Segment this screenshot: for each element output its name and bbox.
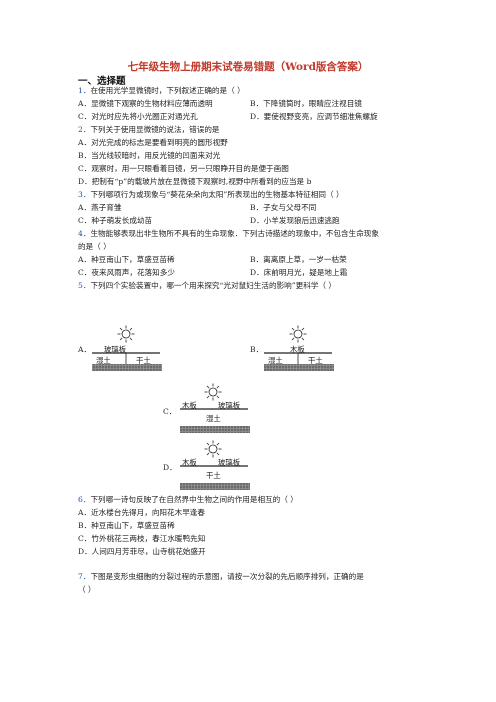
q5-option-d: D．: [163, 463, 177, 472]
q4-option-b: B．离离原上草，一岁一枯荣: [250, 255, 347, 264]
q4-option-c: C．夜来风雨声，花落知多少: [78, 268, 175, 277]
diagram-a-right-label: 干土: [136, 356, 151, 365]
q1-option-a: A．显微镜下观察的生物材料应薄而透明: [78, 99, 213, 108]
sun-icon: [117, 325, 135, 343]
diagram-c-cover1-label: 木板: [182, 401, 197, 410]
q4-stem: 4．生物能够表现出非生物所不具有的生命现象．下列古诗描述的现象中，不包含生命现象: [78, 229, 379, 238]
q1-stem: 1．在使用光学显微镜时，下列叙述正确的是（ ）: [78, 86, 245, 95]
diagram-d-soil-label: 干土: [206, 471, 221, 480]
diagram-c-cover2-label: 玻璃板: [218, 401, 241, 410]
sun-icon: [204, 440, 222, 458]
sun-icon: [289, 325, 307, 343]
q3-option-d: D．小羊发现狼后迅速逃跑: [250, 216, 340, 225]
q3-stem: 3．下列哪项行为或现象与“葵花朵朵向太阳”所表现出的生物基本特征相同（ ）: [78, 190, 344, 199]
q6-option-d: D．人间四月芳菲尽，山寺桃花始盛开: [78, 547, 206, 556]
q5-option-a: A．: [78, 345, 92, 354]
diagram-a-left-label: 湿土: [96, 356, 111, 365]
q6-option-c: C．竹外桃花三两枝，春江水暖鸭先知: [78, 534, 206, 543]
diagram-d-cover2-label: 玻璃板: [218, 458, 241, 467]
q2-stem: 2．下列关于使用显微镜的说法，错误的是: [78, 125, 220, 134]
diagram-b-cover-label: 木板: [290, 345, 305, 354]
q6-stem: 6．下列哪一诗句反映了在自然界中生物之间的作用是相互的（ ）: [78, 495, 298, 504]
diagram-b-right-label: 干土: [308, 356, 323, 365]
diagram-d-cover1-label: 木板: [182, 458, 197, 467]
q4-option-d: D．床前明月光，疑是地上霜: [250, 268, 348, 277]
q5-stem: 5．下列四个实验装置中，哪一个用来探究“光对鼠妇生活的影响”更科学（ ）: [78, 281, 337, 290]
q2-option-a: A．对光完成的标志是要看到明亮的圆形视野: [78, 138, 228, 147]
q5-option-b: B．: [250, 345, 264, 354]
sun-icon: [204, 383, 222, 401]
q1-option-d: D．要使视野变亮，应调节细准焦螺旋: [250, 112, 378, 121]
q4-stem-cont: 的是（ ）: [78, 242, 111, 251]
q6-option-b: B．种豆南山下，草盛豆苗稀: [78, 521, 175, 530]
diagram-c-soil-label: 湿土: [206, 414, 221, 423]
q3-option-b: B．子女与父母不同: [250, 203, 317, 212]
q2-option-b: B．当光线较暗时，用反光镜的凹面来对光: [78, 151, 221, 160]
q2-option-c: C．观察时，用一只眼看着目镜，另一只眼睁开目的是便于画图: [78, 164, 289, 173]
q6-option-a: A．近水楼台先得月，向阳花木早逢春: [78, 508, 205, 517]
q7-stem: 7．下图是变形虫细胞的分裂过程的示意图，请按一次分裂的先后顺序排列，正确的是: [78, 572, 364, 581]
q3-option-a: A．燕子育雏: [78, 203, 122, 212]
q3-option-c: C．种子萌发长成幼苗: [78, 216, 153, 225]
q5-option-c: C．: [163, 407, 177, 416]
diagram-a-cover-label: 玻璃板: [104, 345, 127, 354]
q1-option-b: B．下降镜筒时，眼睛应注视目镜: [250, 99, 362, 108]
q7-stem-cont: （ ）: [78, 585, 96, 594]
q4-option-a: A．种豆南山下，草盛豆苗稀: [78, 255, 175, 264]
section-heading: 一、选择题: [78, 76, 126, 87]
document-title: 七年级生物上册期末试卷易错题（Word版含答案）: [127, 61, 369, 73]
q2-option-d: D．把制有“p”的载玻片放在显微镜下观察时,视野中所看到的应当是 b: [78, 177, 312, 186]
q1-option-c: C．对光时应先将小光圈正对通光孔: [78, 112, 198, 121]
diagram-b-left-label: 湿土: [268, 356, 283, 365]
